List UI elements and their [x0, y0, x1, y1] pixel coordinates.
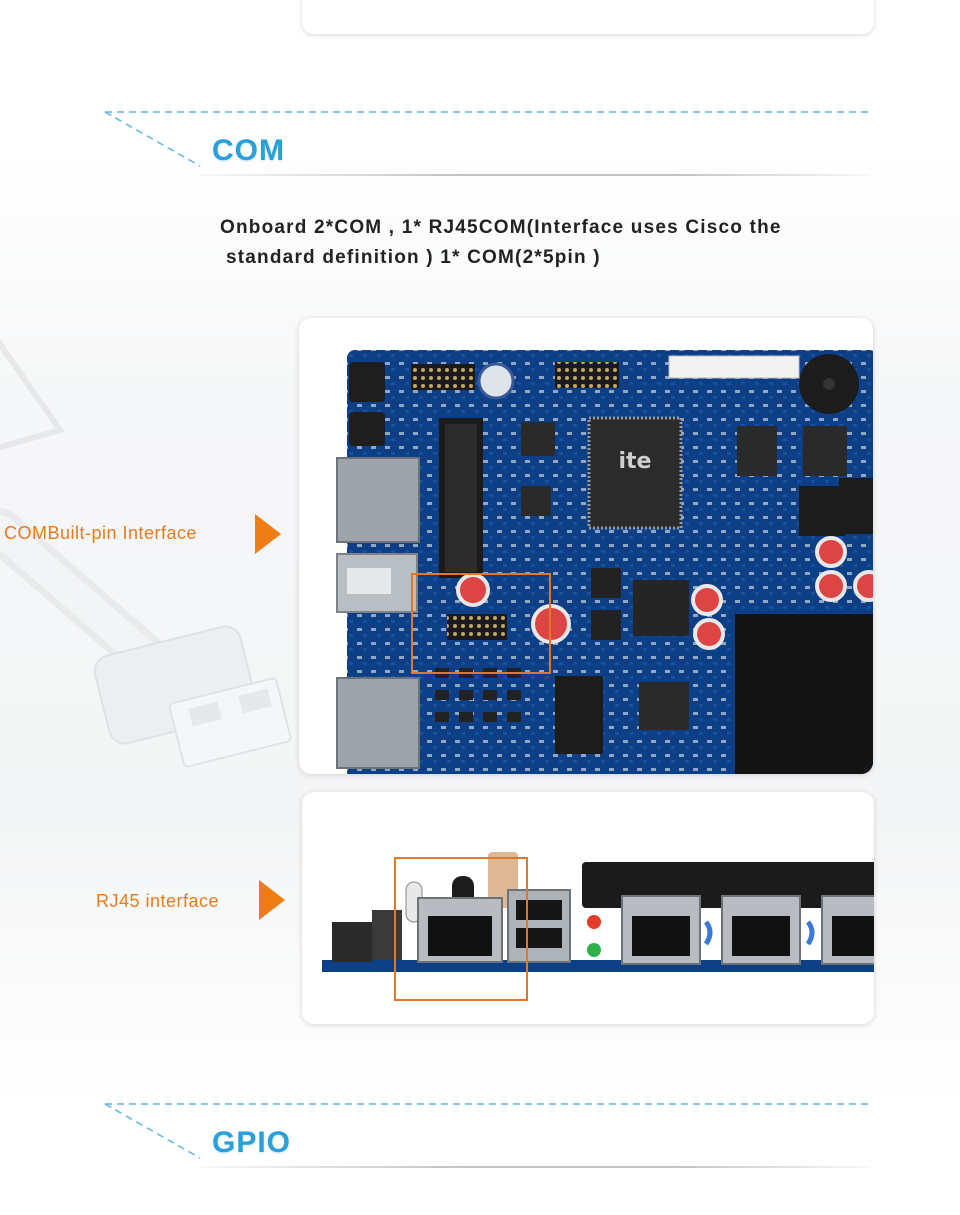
- description-line-2: standard definition ) 1* COM(2*5pin ): [226, 247, 601, 268]
- com-header-highlight-box: [411, 573, 551, 674]
- callout-rj45-label: RJ45 interface: [96, 891, 220, 911]
- callout-arrow-icon: [259, 880, 285, 920]
- title-underline: [200, 1166, 870, 1168]
- dashed-line-decoration: [104, 111, 870, 167]
- rj45-port-highlight-box: [394, 857, 528, 1001]
- svg-text:ite: ite: [619, 449, 652, 474]
- section-title-gpio: GPIO: [212, 1126, 292, 1159]
- board-top-view-card: ite: [299, 318, 873, 774]
- usb-cable-decoration: [0, 339, 292, 768]
- com-description: Onboard 2*COM , 1* RJ45COM(Interface use…: [220, 213, 880, 273]
- motherboard-io-ports-side-view-photo: [322, 852, 874, 972]
- board-side-view-card: [302, 792, 874, 1024]
- description-line-1: Onboard 2*COM , 1* RJ45COM(Interface use…: [220, 217, 782, 238]
- title-underline: [200, 174, 870, 176]
- gpio-section-header: GPIO: [0, 1092, 960, 1172]
- previous-section-card: [302, 0, 874, 34]
- com-section-header: COM: [0, 100, 960, 180]
- dashed-line-decoration: [104, 1103, 870, 1159]
- section-title-com: COM: [212, 134, 285, 167]
- motherboard-top-view-photo: ite: [336, 350, 873, 774]
- callout-com-pin-label: COMBuilt-pin Interface: [4, 523, 198, 543]
- callout-arrow-icon: [255, 514, 281, 554]
